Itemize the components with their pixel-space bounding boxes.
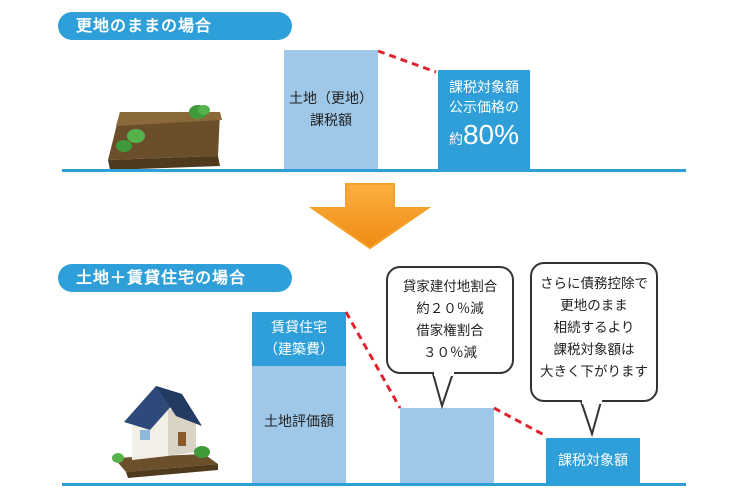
callout1-line3: 借家権割合 xyxy=(416,323,484,339)
taxable-amount-line2: 公示価格の xyxy=(449,100,519,116)
rental-housing-bar: 賃貸住宅 （建築費） xyxy=(252,312,346,366)
land-valuation-label: 土地評価額 xyxy=(264,414,334,430)
land-tax-bar-label: 土地（更地） 課税額 xyxy=(284,88,378,132)
callout2-line4: 課税対象額は xyxy=(553,342,635,358)
taxable-amount-percent: 80% xyxy=(462,119,520,150)
taxable-amount-line1: 課税対象額 xyxy=(449,80,519,96)
section2-title: 土地＋賃貸住宅の場合 xyxy=(58,264,292,292)
dashed-connector-1 xyxy=(377,49,437,74)
taxable-amount-bar: 課税対象額 公示価格の 約80% xyxy=(438,70,530,170)
dashed-connector-2 xyxy=(344,311,402,409)
callout1-line2: 約２０％減 xyxy=(416,301,484,317)
final-taxable-label: 課税対象額 xyxy=(558,453,628,469)
land-tax-bar-label-line2: 課税額 xyxy=(310,113,352,129)
callout2-line5: 大きく下がります xyxy=(540,364,648,380)
final-taxable-bar: 課税対象額 xyxy=(546,438,640,484)
section1-title: 更地のままの場合 xyxy=(58,12,292,40)
dashed-connector-3 xyxy=(493,406,547,438)
callout2-tail-joint xyxy=(582,398,602,404)
reduced-valuation-bar xyxy=(400,408,494,484)
callout1-tail xyxy=(430,369,456,410)
land-tax-bar-label-line1: 土地（更地） xyxy=(289,91,373,107)
callout1-tail-joint xyxy=(434,370,454,376)
callout1-line4: ３０％減 xyxy=(423,345,477,361)
rental-housing-line2: （建築費） xyxy=(264,342,334,358)
ground-line-2 xyxy=(62,483,686,486)
callout1-line1: 貸家建付地割合 xyxy=(402,279,498,295)
callout-land-reduction: 貸家建付地割合 約２０％減 借家権割合 ３０％減 xyxy=(386,266,514,374)
house-illustration xyxy=(112,386,218,478)
callout2-line1: さらに債務控除で xyxy=(540,276,648,292)
ground-line-1 xyxy=(62,169,686,172)
taxable-amount-prefix: 約 xyxy=(448,132,463,148)
callout2-line2: 更地のまま xyxy=(560,298,628,314)
empty-land-illustration xyxy=(108,105,222,170)
down-arrow-icon xyxy=(308,183,432,250)
callout2-tail xyxy=(578,397,604,438)
callout-debt-deduction: さらに債務控除で 更地のまま 相続するより 課税対象額は 大きく下がります xyxy=(530,262,658,402)
land-valuation-bar xyxy=(252,366,346,484)
land-tax-bar xyxy=(284,50,378,170)
callout2-line3: 相続するより xyxy=(553,320,635,336)
rental-housing-line1: 賃貸住宅 xyxy=(271,320,327,336)
